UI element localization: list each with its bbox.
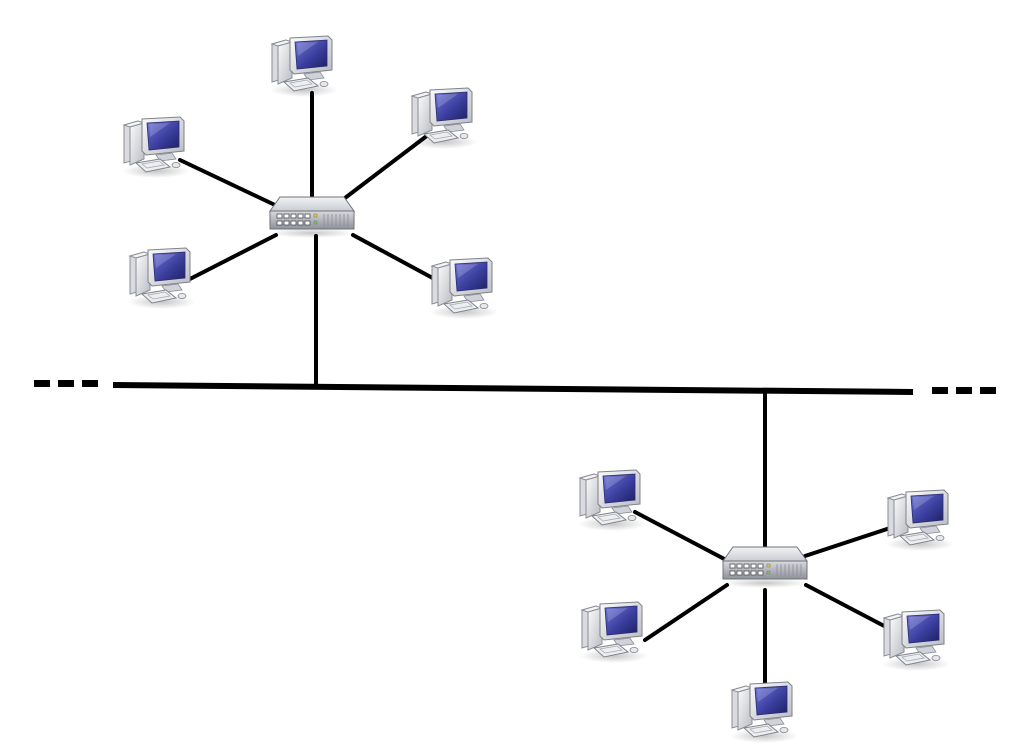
cables — [178, 91, 892, 688]
cable-star1-lower-left — [186, 233, 278, 282]
backbone-line — [113, 382, 913, 395]
backbone-bus — [34, 380, 996, 395]
desktop-computer-icon — [885, 489, 955, 552]
desktop-computer-icon — [429, 257, 499, 320]
desktop-computer-icon — [409, 87, 479, 150]
cable-star1-upper-right — [343, 133, 430, 200]
cable-star1-lower-right — [351, 233, 442, 284]
desktop-computer-icon — [127, 247, 197, 310]
desktop-computer-icon — [577, 469, 647, 532]
desktop-computer-icon — [269, 35, 339, 98]
network-switch-icon — [269, 196, 355, 239]
desktop-computer-icon — [729, 681, 799, 744]
desktop-computer-icon — [881, 609, 951, 672]
cable-star2-upper-left — [633, 510, 732, 564]
cable-star1-upper-left — [178, 158, 277, 207]
cable-star2-lower-right — [804, 583, 890, 630]
desktop-computer-icon — [121, 116, 191, 179]
network-switch-icon — [722, 546, 808, 589]
backbone-continues-right — [932, 387, 948, 394]
cable-star2-upper-right — [803, 526, 892, 558]
backbone-continues-left — [34, 380, 50, 387]
desktop-computer-icon — [579, 601, 649, 664]
cable-star2-lower-left — [643, 583, 729, 642]
